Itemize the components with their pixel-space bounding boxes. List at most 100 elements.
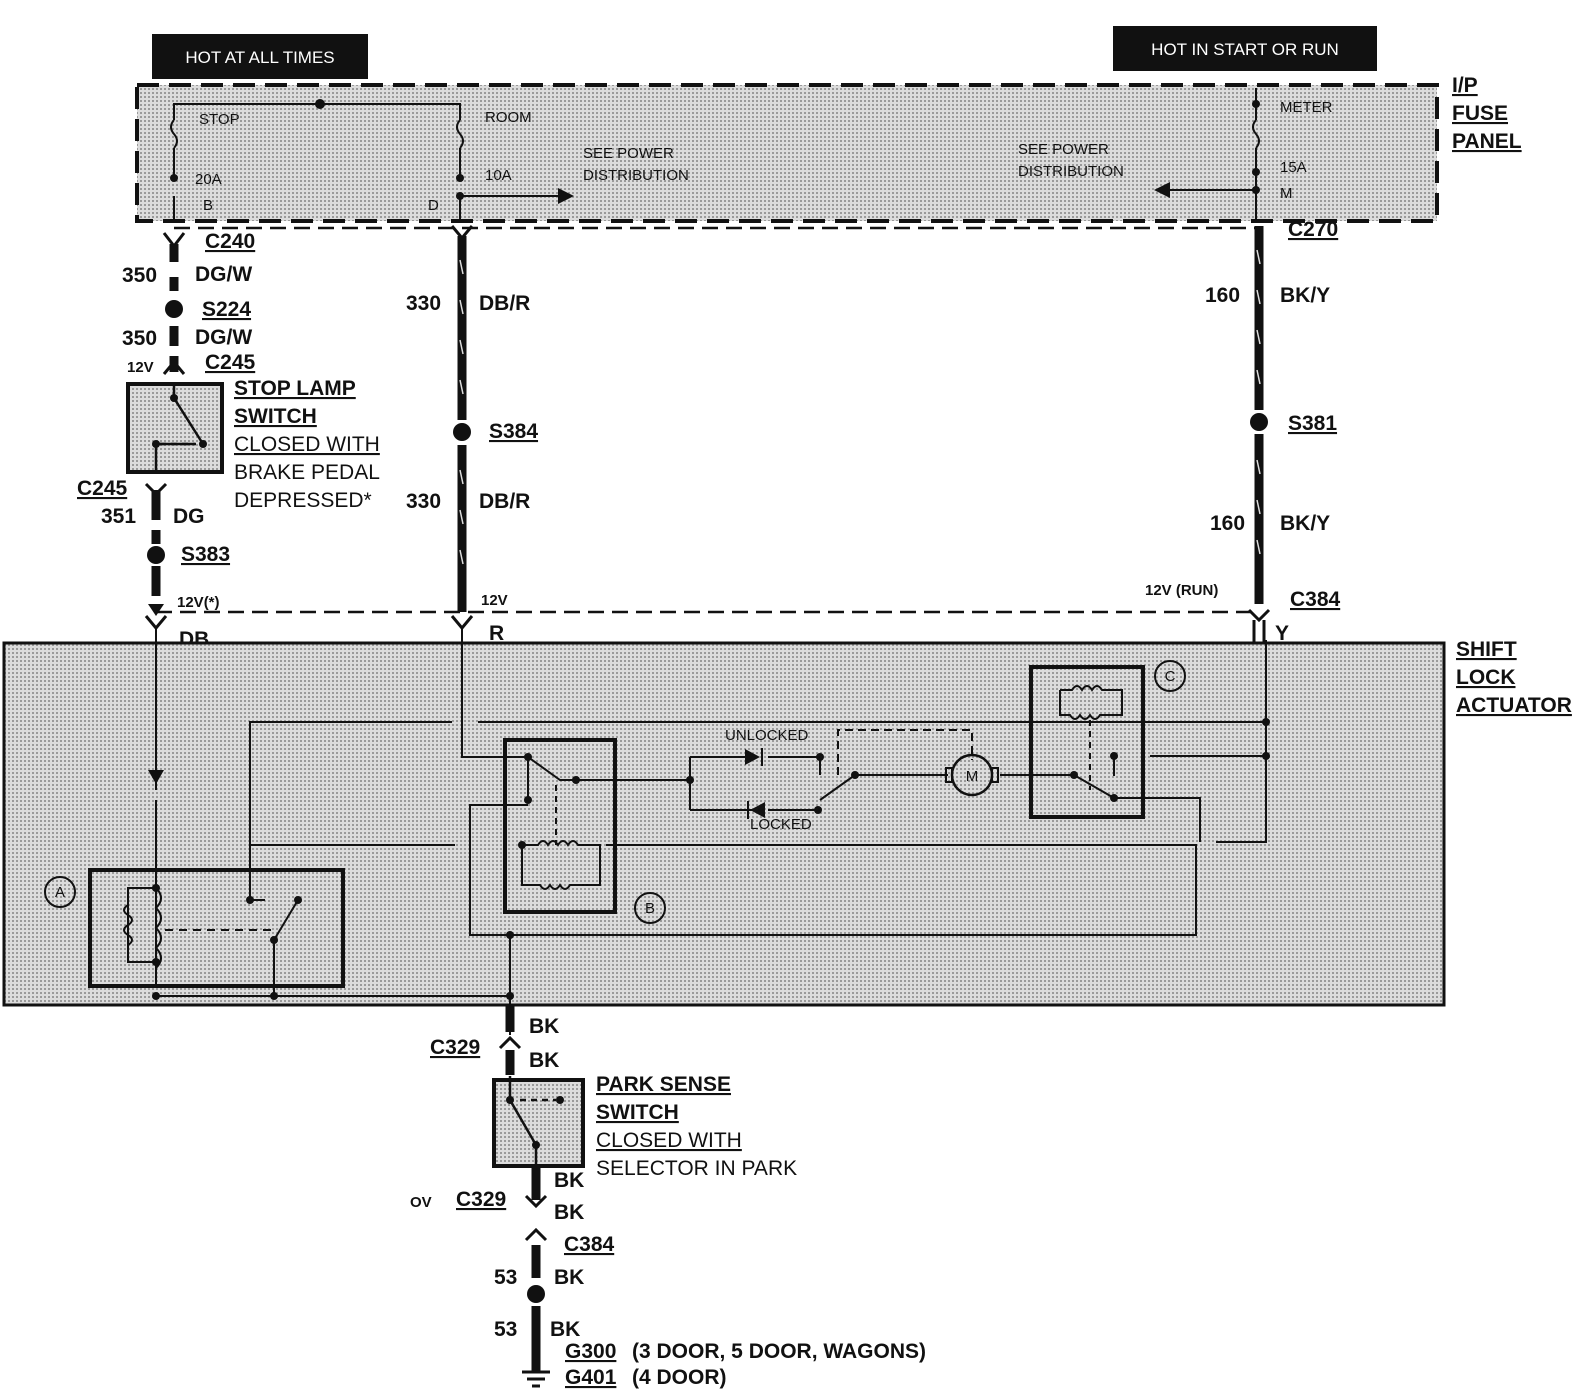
fuse-dot: [315, 99, 325, 109]
s381-label: S381: [1288, 412, 1337, 435]
locked-label: LOCKED: [750, 816, 812, 833]
see-power-right-1: SEE POWER: [1018, 141, 1109, 158]
actuator-title-3: ACTUATOR: [1456, 694, 1572, 717]
see-power-left-2: DISTRIBUTION: [583, 167, 689, 184]
node-dot: [816, 753, 824, 761]
bky-a: BK/Y: [1280, 284, 1330, 307]
park-dot: [532, 1141, 540, 1149]
v12-stop: 12V: [127, 359, 154, 376]
actuator-title-2: LOCK: [1456, 666, 1516, 689]
fuse-panel-title-3: PANEL: [1452, 130, 1522, 153]
splice-s383: [147, 546, 165, 564]
stop-lamp-desc-2: BRAKE PEDAL: [234, 461, 380, 484]
c329-a: C329: [430, 1036, 480, 1059]
stop-lamp-switch-name-1: STOP LAMP: [234, 377, 356, 400]
mid-wire-stripe: [459, 259, 464, 565]
stop-lamp-desc-3: DEPRESSED*: [234, 489, 372, 512]
fuse-dot: [1252, 168, 1260, 176]
wire-350-a: 350: [122, 264, 157, 287]
switch-dot: [199, 440, 207, 448]
v12-run: 12V (RUN): [1145, 582, 1218, 599]
diode-icon: [148, 770, 164, 784]
actuator-internal-wiring: [155, 628, 1267, 1035]
dg-label: DG: [173, 505, 205, 528]
c384-bottom: C384: [564, 1233, 615, 1256]
wire-53-a: 53: [494, 1266, 517, 1289]
fuse-panel-title-2: FUSE: [1452, 102, 1508, 125]
actuator-title-1: SHIFT: [1456, 638, 1517, 661]
park-sense-switch: [492, 1078, 585, 1168]
arrow-right-icon: [558, 188, 574, 204]
s383-label: S383: [181, 543, 230, 566]
dgw-a: DG/W: [195, 263, 252, 286]
motor-terminal: [945, 767, 953, 783]
component-b-box: [503, 738, 617, 914]
fuse-panel-box: [135, 83, 1439, 223]
bk-3: BK: [554, 1169, 584, 1192]
diode-unlocked-icon: [745, 749, 760, 765]
c384-right: C384: [1290, 588, 1341, 611]
unlocked-label: UNLOCKED: [725, 727, 809, 744]
c245-top: C245: [205, 351, 256, 374]
a-dot: [152, 884, 160, 892]
connector-icons-right: [1247, 608, 1271, 642]
bky-b: BK/Y: [1280, 512, 1330, 535]
g401-label: G401: [565, 1366, 617, 1389]
bk-4: BK: [554, 1201, 584, 1224]
r-label: R: [489, 622, 504, 645]
a-dot: [270, 992, 278, 1000]
banner-hot-run-bg: [1113, 26, 1377, 71]
c240-label: C240: [205, 230, 255, 253]
a-dot: [294, 896, 302, 904]
dgw-b: DG/W: [195, 326, 252, 349]
a-dot: [270, 936, 278, 944]
dbr-b: DB/R: [479, 490, 530, 513]
c-dot: [1110, 752, 1118, 760]
right-wire-stripe: [1256, 249, 1261, 555]
fuse-meter-amp: 15A: [1280, 159, 1307, 176]
fuse-room-amp: 10A: [485, 167, 512, 184]
s384-label: S384: [489, 420, 538, 443]
g401-desc: (4 DOOR): [632, 1366, 727, 1389]
fuse-meter-label: METER: [1280, 99, 1333, 116]
fuse-stop-amp: 20A: [195, 171, 222, 188]
y-label: Y: [1275, 622, 1289, 645]
ground-icon: [522, 1340, 550, 1388]
arrow-left-icon: [1154, 182, 1170, 198]
a-dot: [152, 958, 160, 966]
connector-icons-bottom: [498, 1035, 548, 1242]
wire-160-b: 160: [1210, 512, 1245, 535]
fuse-dot: [456, 174, 464, 182]
see-power-left-1: SEE POWER: [583, 145, 674, 162]
a-dot: [152, 992, 160, 1000]
c329-b: C329: [456, 1188, 506, 1211]
fuse-dot: [1252, 186, 1260, 194]
park-dot: [556, 1096, 564, 1104]
banner-hot-all: HOT AT ALL TIMES: [185, 48, 334, 67]
wire-330-b: 330: [406, 490, 441, 513]
fuse-dot: [1252, 100, 1260, 108]
see-power-right-2: DISTRIBUTION: [1018, 163, 1124, 180]
g300-label: G300: [565, 1340, 616, 1363]
c-dot: [1262, 752, 1270, 760]
park-switch-name-1: PARK SENSE: [596, 1073, 731, 1096]
fuse-dot: [456, 192, 464, 200]
bk-1: BK: [529, 1015, 559, 1038]
label-c-circle: [1154, 660, 1186, 692]
bk-5: BK: [554, 1266, 584, 1289]
label-a: A: [55, 884, 65, 901]
label-c: C: [1165, 668, 1176, 685]
stop-lamp-switch-name-2: SWITCH: [234, 405, 317, 428]
motor-label: M: [966, 768, 979, 785]
node-dot: [686, 776, 694, 784]
v12-mid: 12V: [481, 592, 508, 609]
wire-53-b: 53: [494, 1318, 517, 1341]
wire-351: 351: [101, 505, 136, 528]
dbr-a: DB/R: [479, 292, 530, 315]
fuse-dot: [170, 174, 178, 182]
c245-bottom: C245: [77, 477, 128, 500]
fuse-room-pin: D: [428, 197, 439, 214]
c-dot: [1070, 771, 1078, 779]
fuse-panel-title-1: I/P: [1452, 74, 1478, 97]
switch-dot: [170, 394, 178, 402]
